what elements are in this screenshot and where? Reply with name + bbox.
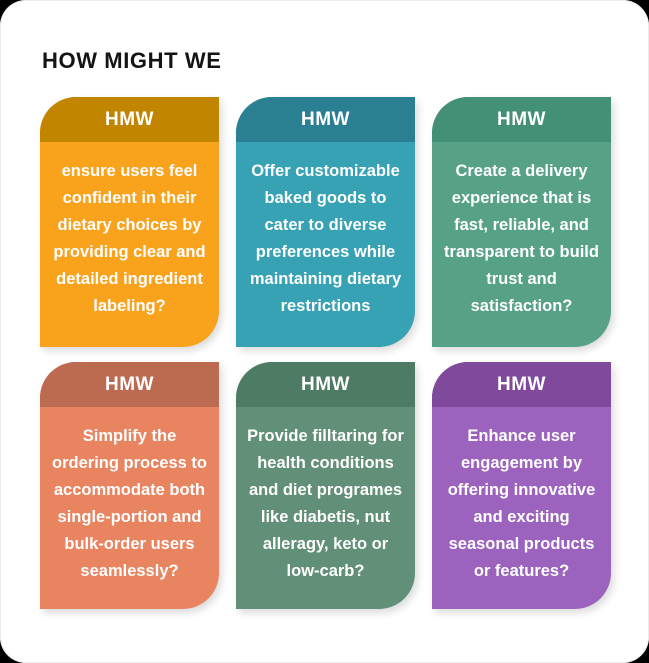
hmw-card-header: HMW xyxy=(40,362,219,407)
hmw-card-header: HMW xyxy=(432,97,611,142)
card-grid: HMW ensure users feel confident in their… xyxy=(40,97,611,609)
hmw-card-delivery-experience: HMW Create a delivery experience that is… xyxy=(432,97,611,347)
hmw-card-text: Create a delivery experience that is fas… xyxy=(444,162,599,316)
hmw-card-header: HMW xyxy=(40,97,219,142)
hmw-label: HMW xyxy=(105,373,154,395)
hmw-card-health-filtering: HMW Provide filltaring for health condit… xyxy=(236,362,415,609)
hmw-label: HMW xyxy=(105,108,154,130)
hmw-label: HMW xyxy=(497,373,546,395)
hmw-card-ingredient-labeling: HMW ensure users feel confident in their… xyxy=(40,97,219,347)
hmw-card-text: Simplify the ordering process to accommo… xyxy=(52,427,207,581)
hmw-card-text: Offer customizable baked goods to cater … xyxy=(249,162,402,316)
hmw-card-ordering-process: HMW Simplify the ordering process to acc… xyxy=(40,362,219,609)
hmw-label: HMW xyxy=(301,373,350,395)
hmw-card-text: ensure users feel confident in their die… xyxy=(53,162,206,316)
hmw-card-header: HMW xyxy=(432,362,611,407)
hmw-card-customizable-goods: HMW Offer customizable baked goods to ca… xyxy=(236,97,415,347)
hmw-card-text: Provide filltaring for health conditions… xyxy=(247,427,404,581)
hmw-card-user-engagement: HMW Enhance user engagement by offering … xyxy=(432,362,611,609)
hmw-card-text: Enhance user engagement by offering inno… xyxy=(447,427,596,581)
hmw-label: HMW xyxy=(301,108,350,130)
page-title: HOW MIGHT WE xyxy=(42,48,222,73)
hmw-card-header: HMW xyxy=(236,362,415,407)
hmw-label: HMW xyxy=(497,108,546,130)
hmw-card-header: HMW xyxy=(236,97,415,142)
